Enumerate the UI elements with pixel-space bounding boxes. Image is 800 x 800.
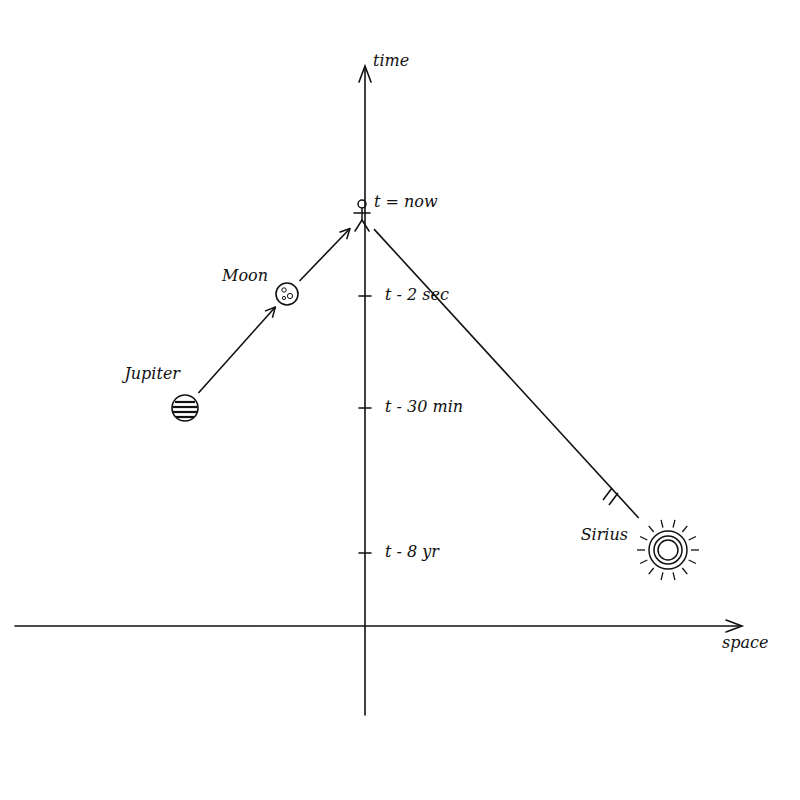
moon-icon [274, 281, 300, 307]
observer: t = now [350, 199, 374, 233]
axis-label: space [722, 634, 768, 652]
star-sirius: Sirius [636, 518, 700, 582]
time-axis [364, 68, 366, 715]
object-label: Moon [222, 267, 268, 285]
tick [359, 552, 371, 554]
light-ray [374, 229, 639, 518]
object-label: t = now [374, 193, 438, 211]
observer-icon [350, 199, 374, 233]
axis-arrowhead [359, 66, 371, 82]
time-marker: t - 2 sec [385, 286, 449, 304]
light-ray [300, 228, 351, 281]
tick [359, 295, 371, 297]
moon: Moon [274, 281, 300, 307]
star-sirius-icon [636, 518, 700, 582]
object-label: Sirius [581, 526, 628, 544]
tick [359, 407, 371, 409]
axis-arrowhead [726, 620, 742, 632]
time-marker: t - 30 min [385, 398, 463, 416]
axis-label: time [373, 52, 409, 70]
break-mark [603, 488, 618, 505]
light-ray [198, 307, 275, 393]
space-axis [15, 625, 740, 627]
object-label: Jupiter [124, 365, 180, 383]
time-marker: t - 8 yr [385, 543, 439, 561]
planet-jupiter: Jupiter [170, 393, 200, 423]
planet-jupiter-icon [170, 393, 200, 423]
